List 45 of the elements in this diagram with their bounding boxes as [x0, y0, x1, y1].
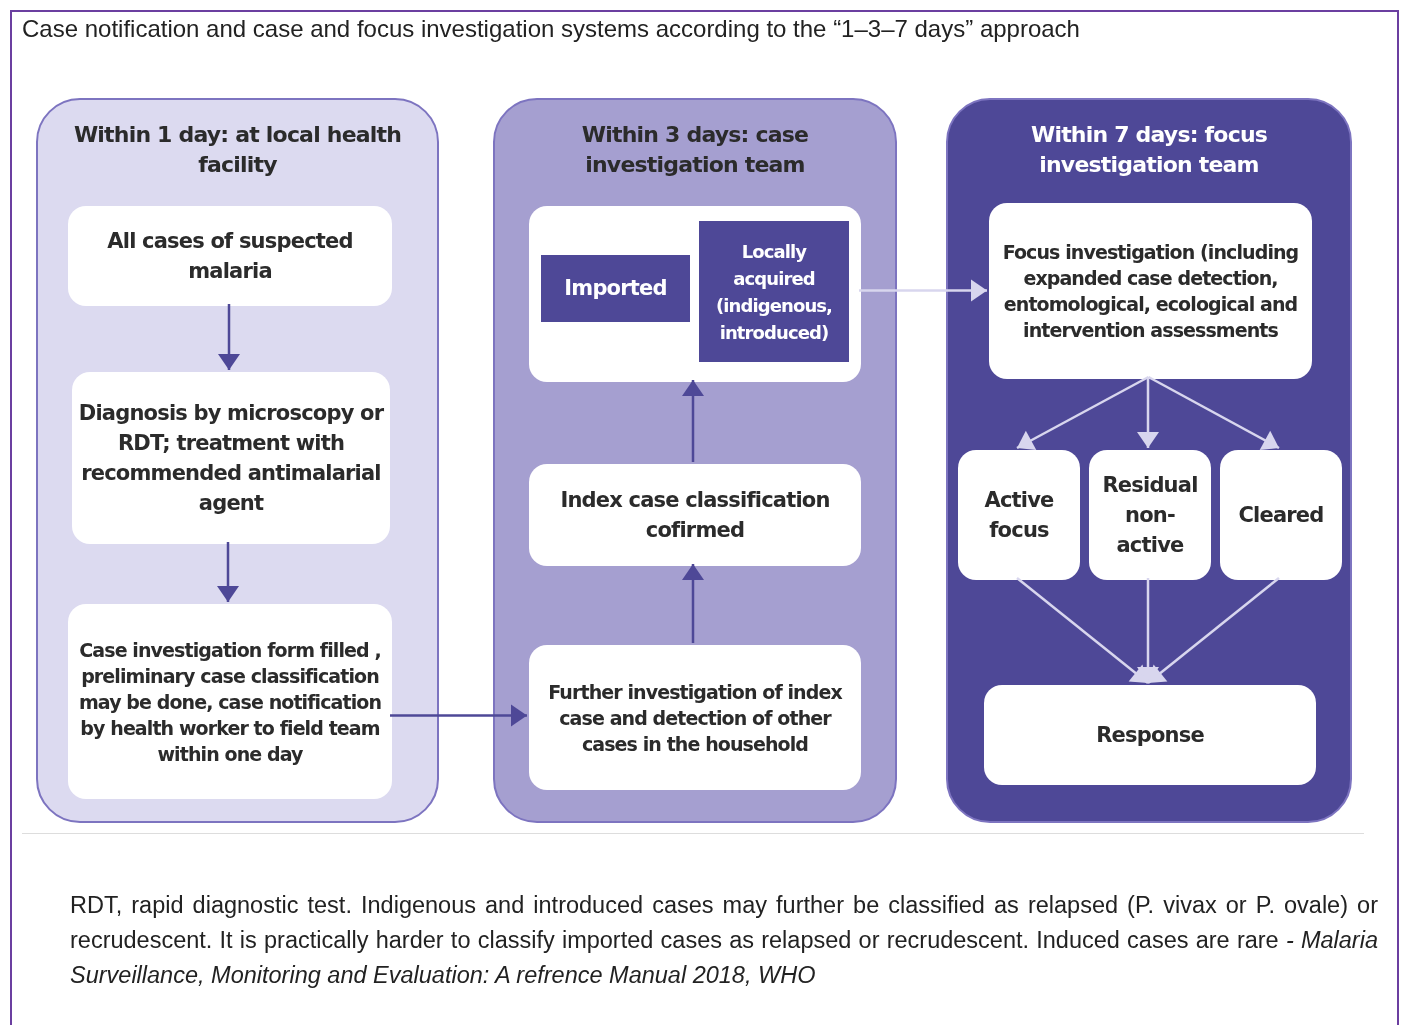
box-label: Locally acquired (indigenous, introduced)	[714, 239, 834, 345]
box-label: Case investigation form filled , preliminary case classification may be done, case notification by health worker to field team within one day	[77, 637, 383, 767]
caption: RDT, rapid diagnostic test. Indigenous and introduced cases may further be classified as relapsed (P. vivax or P. ovale) or recrudescent. It is practically harder to classify imported cases as relapsed or recrudescent. Induced cases are rare - Malaria Surveillance, Monitoring and Evaluation: A refrence Manual 2018, WHO	[70, 891, 1378, 990]
panel-heading: Within 1 day: at local health facility	[72, 121, 403, 179]
box-label: Response	[1096, 722, 1204, 749]
category-box	[541, 255, 690, 322]
arrow	[682, 564, 704, 643]
arrow	[217, 542, 239, 602]
process-box	[1089, 450, 1211, 580]
process-box	[68, 206, 392, 306]
box-label: Imported	[564, 275, 667, 302]
arrow	[682, 380, 704, 462]
process-box	[958, 450, 1080, 580]
stage-panel	[493, 98, 897, 823]
arrow	[1147, 577, 1280, 684]
box-label: Cleared	[1238, 502, 1324, 529]
arrow	[1137, 377, 1159, 448]
box-label: Further investigation of index case and detection of other cases in the household	[547, 679, 843, 757]
stage-panel	[36, 98, 439, 823]
arrow	[1137, 578, 1159, 683]
process-box	[529, 464, 861, 566]
category-box	[699, 221, 849, 362]
box-label: Focus investigation (including expanded case detection, entomological, ecological and intervention assessments	[1001, 240, 1300, 343]
process-box	[529, 645, 861, 790]
box-label: Residual non-active	[1101, 472, 1199, 559]
stage-panel	[946, 98, 1352, 823]
arrow	[1016, 577, 1149, 684]
box-label: Active focus	[983, 487, 1055, 544]
panel-heading: Within 3 days: case investigation team	[580, 121, 810, 179]
box-label: Diagnosis by microscopy or RDT; treatment with recommended antimalarial agent	[77, 400, 385, 517]
group-box	[529, 206, 861, 382]
box-label: Index case classification cofirmed	[559, 487, 831, 544]
process-box	[984, 685, 1316, 785]
arrow	[390, 704, 527, 727]
box-label: All cases of suspected malaria	[106, 228, 354, 285]
process-box	[72, 372, 390, 544]
arrow	[1147, 375, 1280, 450]
arrow	[859, 279, 987, 302]
process-box	[68, 604, 392, 799]
arrow	[218, 304, 240, 370]
figure-title: Case notification and case and focus investigation systems according to the “1–3–7 days” approach	[22, 15, 1080, 43]
arrow	[1016, 375, 1150, 451]
panel-heading: Within 7 days: focus investigation team	[1029, 121, 1269, 179]
process-box	[1220, 450, 1342, 580]
process-box	[989, 203, 1312, 379]
